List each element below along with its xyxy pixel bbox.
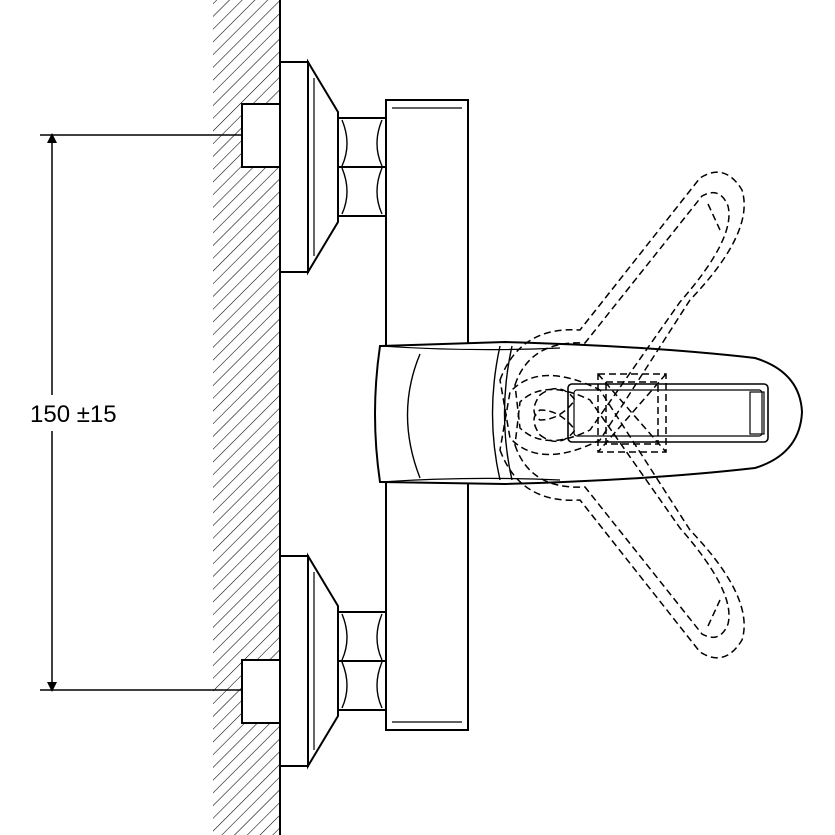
lever-alternate-positions — [499, 171, 745, 659]
lever-handle — [374, 340, 804, 486]
dimension-label-background — [26, 395, 144, 431]
upper-connection — [241, 58, 387, 276]
dimension-label: 150 ±15 — [30, 401, 117, 428]
